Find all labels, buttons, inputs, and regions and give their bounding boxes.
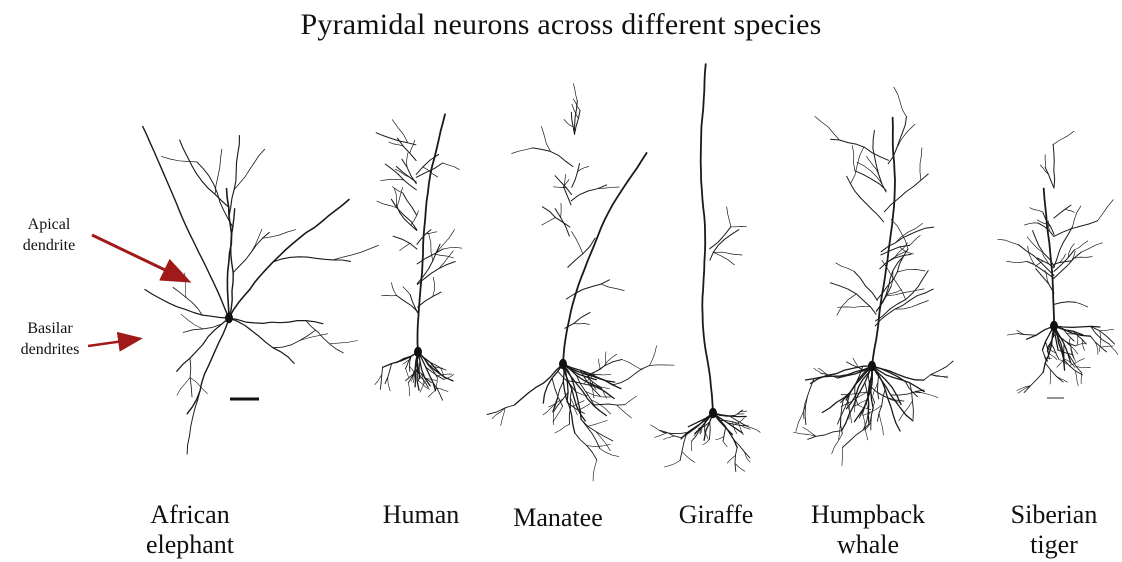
apical-dendrite-label: Apical dendrite	[14, 214, 84, 256]
apical-arrow	[92, 235, 186, 280]
species-label-siberian-tiger: Siberian tiger	[996, 500, 1112, 560]
species-label-human: Human	[366, 500, 476, 530]
species-label-giraffe: Giraffe	[664, 500, 768, 530]
basilar-dendrites-label: Basilar dendrites	[10, 318, 90, 360]
figure-title: Pyramidal neurons across different speci…	[0, 8, 1122, 42]
species-label-manatee: Manatee	[500, 503, 616, 533]
species-label-humpback-whale: Humpback whale	[796, 500, 940, 560]
species-label-african-elephant: African elephant	[120, 500, 260, 560]
basilar-arrow	[88, 339, 138, 346]
